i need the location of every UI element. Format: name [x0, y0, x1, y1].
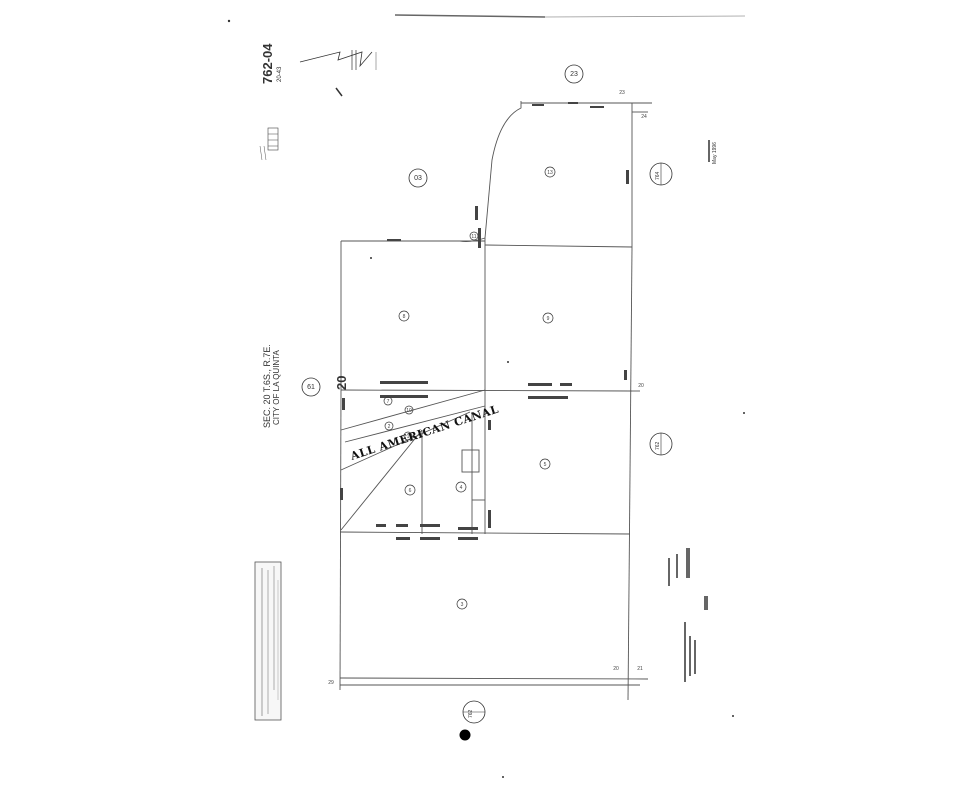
- date-label: May 1996: [712, 142, 718, 164]
- right-notes: [668, 140, 710, 682]
- scan-edge-top: [394, 14, 546, 18]
- parcel-number: 4: [460, 485, 463, 491]
- parcel-circles: [383, 166, 556, 610]
- parcel-number: 3: [461, 602, 464, 608]
- dimension-marks: [340, 102, 629, 540]
- page-dot: [459, 729, 471, 741]
- parcel-number: 6: [409, 488, 412, 494]
- parcel-number: 5: [544, 462, 547, 468]
- line-label: 20: [638, 383, 644, 389]
- book-page-label: 762-04: [260, 43, 275, 84]
- parcel-number: 8: [403, 314, 406, 320]
- line-label: 20: [613, 666, 619, 672]
- legend-block: [259, 127, 279, 161]
- speck: [370, 257, 372, 259]
- parcel-number: 9: [547, 316, 550, 322]
- bubble-top-right: 23: [570, 71, 578, 78]
- bubble-mid-left: 61: [307, 384, 315, 391]
- parcel-number: 2: [388, 424, 391, 430]
- parcel-number: 7: [387, 399, 390, 405]
- line-label: 21: [637, 666, 643, 672]
- speck: [507, 361, 509, 363]
- north-arrow-icon: [299, 50, 377, 70]
- page-bubbles: [301, 64, 673, 724]
- bubble-upper-left: 03: [414, 175, 422, 182]
- line-label: 23: [619, 90, 625, 96]
- line-label: 24: [641, 114, 647, 120]
- section-number: 20: [334, 376, 349, 390]
- parcel-number: 1: [407, 434, 410, 440]
- parcel-number: 10: [406, 408, 412, 414]
- scan-edge-top-2: [544, 15, 746, 18]
- parcel-number: 13: [547, 170, 553, 176]
- speck: [227, 19, 231, 23]
- speck: [502, 776, 504, 778]
- canal-label: ALL AMERICAN CANAL: [348, 403, 500, 464]
- notes-stamp: [254, 561, 282, 721]
- line-label: 29: [328, 680, 334, 686]
- speck: [743, 412, 745, 414]
- bubble-right-upper: 764: [655, 171, 661, 180]
- speck: [732, 715, 734, 717]
- bubble-bottom-page: 762: [468, 709, 474, 718]
- parcel-boundaries: [339, 101, 652, 701]
- city-label: CITY OF LA QUINTA: [272, 350, 281, 425]
- sub-number-label: 20-43: [277, 66, 283, 82]
- section-title: SEC. 20 T.6S., R.7E.: [262, 344, 272, 428]
- mark: [335, 87, 343, 97]
- bubble-right-mid: 762: [655, 441, 661, 450]
- parcel-number: 11: [471, 234, 476, 240]
